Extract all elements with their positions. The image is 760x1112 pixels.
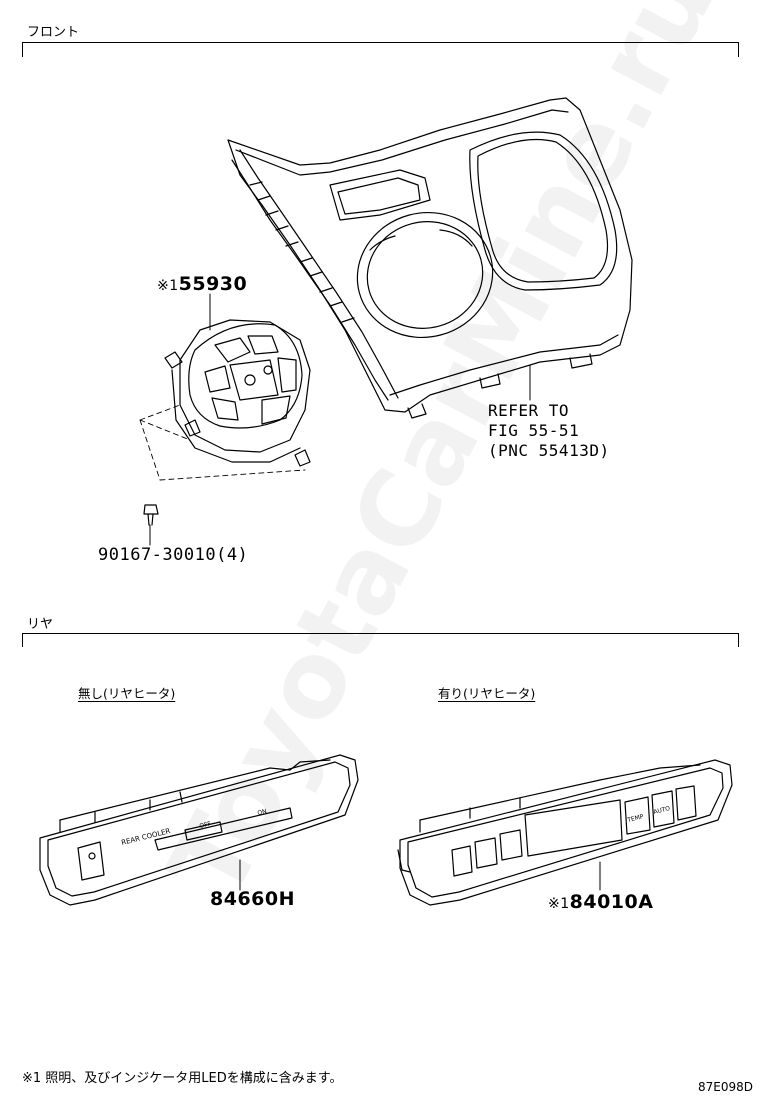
refer-line-2: FIG 55-51 [488, 421, 580, 440]
section-label-front: フロント [27, 25, 80, 40]
part-number: 84010A [569, 891, 654, 913]
section-rule-rear-right-tick [738, 633, 739, 647]
refer-line-1: REFER TO [488, 401, 570, 420]
rear-panel-without-heater-drawing [39, 754, 359, 906]
temp-text: TEMP [626, 813, 645, 824]
label-with-heater: 有り(リヤヒータ) [438, 686, 536, 701]
section-rule-rear [22, 633, 738, 634]
part-label-84660H: 84660H [210, 888, 296, 910]
refer-line-3: (PNC 55413D) [488, 441, 610, 460]
label-without-heater: 無し(リヤヒータ) [78, 686, 176, 701]
section-label-rear: リヤ [27, 617, 54, 632]
footnote: ※1 照明、及びインジケータ用LEDを構成に含みます。 [22, 1071, 343, 1086]
console-panel-drawing [227, 97, 633, 419]
section-rule-front-right-tick [738, 42, 739, 57]
auto-text: AUTO [653, 805, 671, 816]
rear-panel-with-heater-drawing [397, 759, 733, 906]
on-text: ON [257, 808, 268, 817]
section-rule-rear-left-tick [22, 633, 23, 647]
section-rule-front [22, 42, 738, 43]
part-label-bolt: 90167-30010(4) [98, 545, 249, 565]
part-label-84010A: ※184010A [548, 891, 653, 913]
part-mark: ※1 [157, 278, 179, 294]
rear-cooler-panel-text: REAR COOLER [121, 827, 172, 847]
part-number: 55930 [178, 273, 248, 295]
part-label-55930: ※155930 [157, 273, 247, 295]
part-mark: ※1 [548, 896, 570, 912]
figure-code: 87E098D [698, 1080, 753, 1094]
refer-note: REFER TO FIG 55-51 (PNC 55413D) [488, 401, 610, 461]
off-text: OFF [199, 820, 213, 830]
section-rule-front-left-tick [22, 42, 23, 57]
front-switch-drawing [139, 293, 311, 546]
